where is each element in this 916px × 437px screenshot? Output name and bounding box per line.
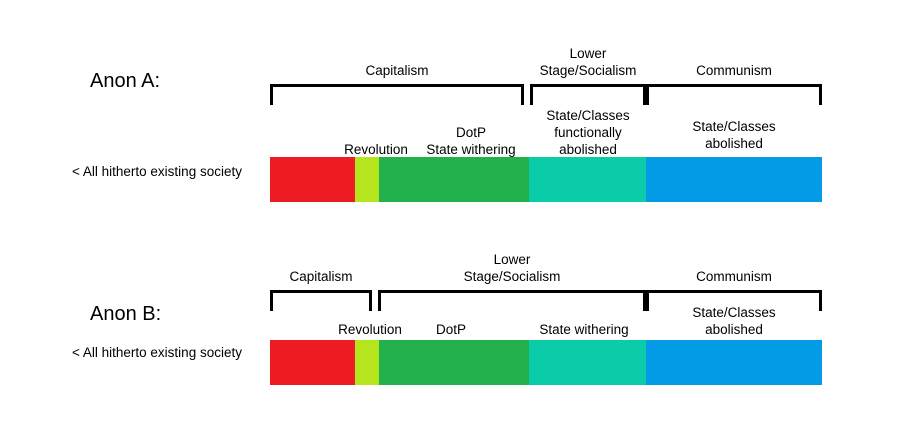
bar-segment-revolution-a [355,157,379,202]
bracket-label-lower-stage-socialism-a: Lower Stage/Socialism [539,46,637,78]
anon-b-title: Anon B: [90,303,162,325]
bracket-communism-b [646,290,822,311]
seg-label-revolution-a: Revolution [344,142,408,157]
bracket-label-capitalism-b: Capitalism [289,269,353,284]
bracket-capitalism-b [270,290,372,311]
bar-segment-state-classes-abolished-b [646,340,822,385]
bracket-label-communism-a: Communism [696,63,772,78]
bracket-tick-right [819,290,822,311]
bracket-lower-stage-socialism-a [530,84,646,105]
timeline-bar-b [270,340,822,385]
bracket-tick-right [643,290,646,311]
bracket-tick-left [270,84,273,105]
bracket-tick-right [369,290,372,311]
bracket-tick-right [643,84,646,105]
bar-segment-state-withering-b [529,340,646,385]
bracket-communism-a [646,84,822,105]
bracket-line [270,290,372,293]
bracket-label-capitalism-a: Capitalism [365,63,429,78]
bracket-tick-left [378,290,381,311]
seg-label-dotp-state-withering-a: DotP State withering [426,125,516,157]
bar-segment-state-classes-abolished-a [646,157,822,202]
bracket-tick-right [521,84,524,105]
bracket-tick-left [646,290,649,311]
bracket-lower-stage-socialism-b [378,290,646,311]
seg-label-state-classes-functionally-abolished-a: State/Classes functionally abolished [546,108,630,157]
seg-label-state-withering-b: State withering [539,322,629,337]
bracket-tick-left [270,290,273,311]
bracket-capitalism-a [270,84,524,105]
bracket-line [646,84,822,87]
bar-segment-state-classes-functionally-abolished-a [529,157,646,202]
bracket-label-communism-b: Communism [696,269,772,284]
bar-segment-dotp-b [379,340,529,385]
bracket-tick-left [646,84,649,105]
bar-segment-revolution-b [355,340,379,385]
diagram-anon-b: Anon B: < All hitherto existing society … [0,220,916,437]
timeline-bar-a [270,157,822,202]
bar-segment-revolution-precursor-b [270,340,355,385]
bracket-label-lower-stage-socialism-b: Lower Stage/Socialism [463,252,561,284]
bracket-line [530,84,646,87]
bar-segment-revolution-precursor-a [270,157,355,202]
anon-b-axis-note: < All hitherto existing society [72,345,242,360]
seg-label-state-classes-abolished-b: State/Classes abolished [692,305,776,337]
bracket-line [646,290,822,293]
anon-a-title: Anon A: [90,70,161,92]
diagram-anon-a: Anon A: < All hitherto existing society … [72,46,822,202]
bracket-tick-right [819,84,822,105]
seg-label-state-classes-abolished-a: State/Classes abolished [692,119,776,151]
bracket-line [270,84,524,87]
seg-label-dotp-b: DotP [435,322,466,337]
anon-a-axis-note: < All hitherto existing society [72,164,242,179]
seg-label-revolution-b: Revolution [338,322,402,337]
bar-segment-dotp-state-withering-a [379,157,529,202]
bracket-line [378,290,646,293]
bracket-tick-left [530,84,533,105]
